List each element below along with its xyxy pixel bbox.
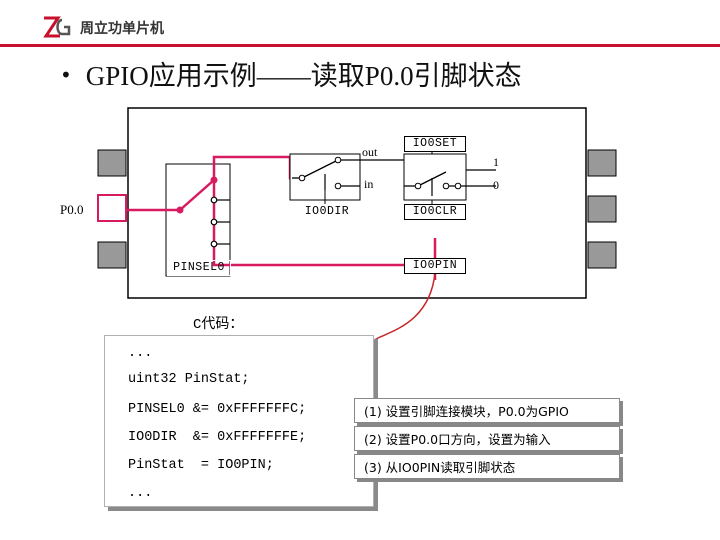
code-box [104,335,374,507]
code-line: uint32 PinStat; [128,372,250,387]
code-line: IO0DIR &= 0xFFFFFFFE; [128,430,307,445]
bullet-icon: • [60,63,72,87]
iodir-label: IO0DIR [298,204,356,220]
code-line: ... [128,486,153,501]
pinsel-mux-box [165,163,231,277]
brand-logo-icon [43,16,71,38]
slide-title: • GPIO应用示例——读取P0.0引脚状态 [60,54,522,93]
code-line: PINSEL0 &= 0xFFFFFFFC; [128,402,307,417]
dir-switch-pivot [298,174,306,182]
package-pin [587,149,617,177]
package-pin [587,195,617,223]
package-pin [97,149,127,177]
pin-label: P0.0 [60,202,83,217]
out-contact [454,182,462,190]
ioclr-label: IO0CLR [404,204,466,220]
dir-contact-out [334,156,342,164]
iopin-label: IO0PIN [404,258,466,274]
package-pin [587,241,617,269]
out-switch-pivot [414,182,422,190]
ioset-label: IO0SET [404,136,466,152]
note-iopin: (3) 从IO0PIN读取引脚状态 [354,454,620,479]
in-label: in [364,177,373,191]
note-pinsel: (1) 设置引脚连接模块，P0.0为GPIO [354,398,620,423]
one-label: 1 [493,155,499,169]
pinsel-label: PINSEL0 [167,260,231,276]
code-line: ... [128,346,153,361]
package-pin [97,241,127,269]
package-pin-p00 [97,194,127,222]
header-bar: 周立功单片机 [0,0,720,52]
zero-label: 0 [493,178,499,192]
code-line: PinStat = IO0PIN; [128,458,274,473]
mux-selected-node [210,176,218,184]
header-rule [0,44,720,47]
out-contact [442,182,450,190]
slide-title-text: GPIO应用示例——读取P0.0引脚状态 [85,61,522,91]
dir-contact-in [334,182,342,190]
out-label: out [362,145,378,159]
mux-contacts [210,196,230,248]
note-iodir: (2) 设置P0.0口方向，设置为输入 [354,426,620,451]
code-label: C代码： [193,317,244,333]
mux-common-node [176,206,184,214]
brand-name: 周立功单片机 [80,21,164,37]
